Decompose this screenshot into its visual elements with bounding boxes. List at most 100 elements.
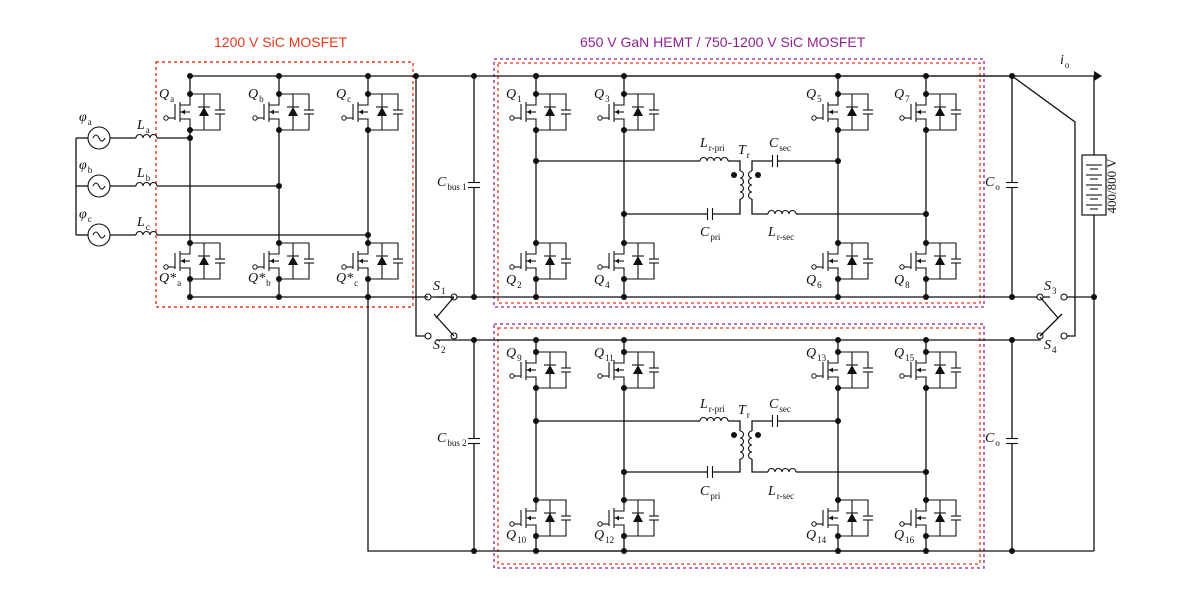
mosfet-lower (509, 499, 571, 537)
terminal (1060, 293, 1068, 301)
junction-dot (533, 418, 539, 424)
label-q8: Q8 (894, 273, 910, 290)
transformer-secondary (747, 430, 753, 460)
source-phase-c (87, 223, 111, 247)
mosfet-upper (899, 242, 961, 280)
mosfet-lower (811, 499, 873, 537)
capacitor-co-1 (1006, 181, 1018, 189)
label-s1: S1 (433, 279, 446, 296)
mosfet-lower (899, 351, 961, 389)
label-csec_1: Csec (769, 136, 791, 153)
label-q7: Q7 (894, 87, 910, 104)
junction-dot (621, 73, 627, 79)
label-tr_1: Tr (738, 143, 750, 160)
mosfet-lower (811, 351, 873, 389)
mosfet-qb-star (252, 242, 314, 280)
wire (751, 199, 768, 215)
label-phi_a: φa (79, 110, 92, 127)
junction-dot (187, 294, 193, 300)
dab2-inner-box (497, 327, 981, 565)
label-lrsec_2: Lr-sec (767, 484, 794, 501)
label-q12: Q12 (594, 528, 614, 545)
label-co_1: Co (985, 175, 1000, 192)
label-q9: Q9 (506, 346, 522, 363)
junction-dot (755, 432, 761, 438)
label-q4: Q4 (594, 273, 610, 290)
wire (1011, 75, 1076, 337)
mosfet-qa (163, 93, 225, 131)
junction-dot (621, 469, 627, 475)
transformer-secondary (747, 170, 753, 200)
mosfet-upper (509, 242, 571, 280)
io-arrow-head (1094, 71, 1102, 81)
mosfet-upper (597, 242, 659, 280)
wire (712, 459, 741, 473)
wire (712, 199, 741, 215)
junction-dot (835, 294, 841, 300)
label-qa: Qa (159, 87, 174, 104)
wire (728, 160, 741, 171)
label-q2: Q2 (506, 273, 522, 290)
header-sic-rectifier: 1200 V SiC MOSFET (214, 34, 348, 50)
terminal (1060, 332, 1068, 340)
label-q15: Q15 (894, 346, 915, 363)
label-csec_2: Csec (769, 397, 791, 414)
transformer-primary (739, 170, 745, 200)
mosfet-lower (899, 499, 961, 537)
label-cbus1: Cbus 1 (437, 175, 467, 192)
source-phase-b (87, 174, 111, 198)
label-lc: Lc (136, 215, 150, 232)
wire (751, 420, 772, 431)
battery-voltage-label: 400/800 V (1104, 158, 1119, 214)
capacitor-c-pri (706, 208, 714, 220)
transformer-primary (739, 430, 745, 460)
junction-dot (755, 172, 761, 178)
label-q3: Q3 (594, 87, 610, 104)
header-dab-stage: 650 V GaN HEMT / 750-1200 V SiC MOSFET (580, 34, 866, 50)
mosfet-qc (341, 93, 403, 131)
mosfet-lower (597, 351, 659, 389)
inductor-lr-sec (767, 467, 797, 473)
label-q13: Q13 (806, 346, 827, 363)
junction-dot (621, 211, 627, 217)
capacitor-cbus1 (468, 181, 480, 189)
mosfet-qb (252, 93, 314, 131)
junction-dot (835, 158, 841, 164)
inductor-lr-pri (699, 416, 729, 422)
junction-dot (276, 294, 282, 300)
label-lrpri_2: Lr-pri (699, 397, 725, 414)
junction-dot (471, 294, 477, 300)
label-cpri_2: Cpri (700, 484, 721, 501)
label-phi_b: φb (79, 158, 93, 175)
capacitor-c-pri (706, 466, 714, 478)
label-qb_star: Q*b (248, 271, 271, 288)
label-s3: S3 (1044, 279, 1057, 296)
switch-s2 (433, 313, 455, 337)
mosfet-lower (597, 499, 659, 537)
wire (728, 420, 741, 431)
wire (751, 459, 768, 473)
junction-dot (533, 548, 539, 554)
wire (415, 297, 428, 337)
junction-dot (533, 158, 539, 164)
capacitor-cbus2 (468, 437, 480, 445)
mosfet-upper (597, 93, 659, 131)
label-q10: Q10 (506, 528, 527, 545)
mosfet-upper (509, 93, 571, 131)
junction-dot (731, 172, 737, 178)
switch-s3 (1039, 296, 1059, 319)
dab1-outer-box (493, 58, 985, 308)
junction-dot (533, 73, 539, 79)
switch-s1 (435, 296, 455, 319)
junction-dot (276, 73, 282, 79)
wire (1012, 336, 1041, 341)
label-tr_2: Tr (738, 403, 750, 420)
inductor-lb (135, 181, 158, 187)
label-cbus2: Cbus 2 (437, 431, 467, 448)
label-co_2: Co (985, 431, 1000, 448)
label-la: La (136, 118, 150, 135)
mosfet-upper (811, 93, 873, 131)
label-qb: Qb (248, 87, 264, 104)
label-qc: Qc (336, 87, 351, 104)
